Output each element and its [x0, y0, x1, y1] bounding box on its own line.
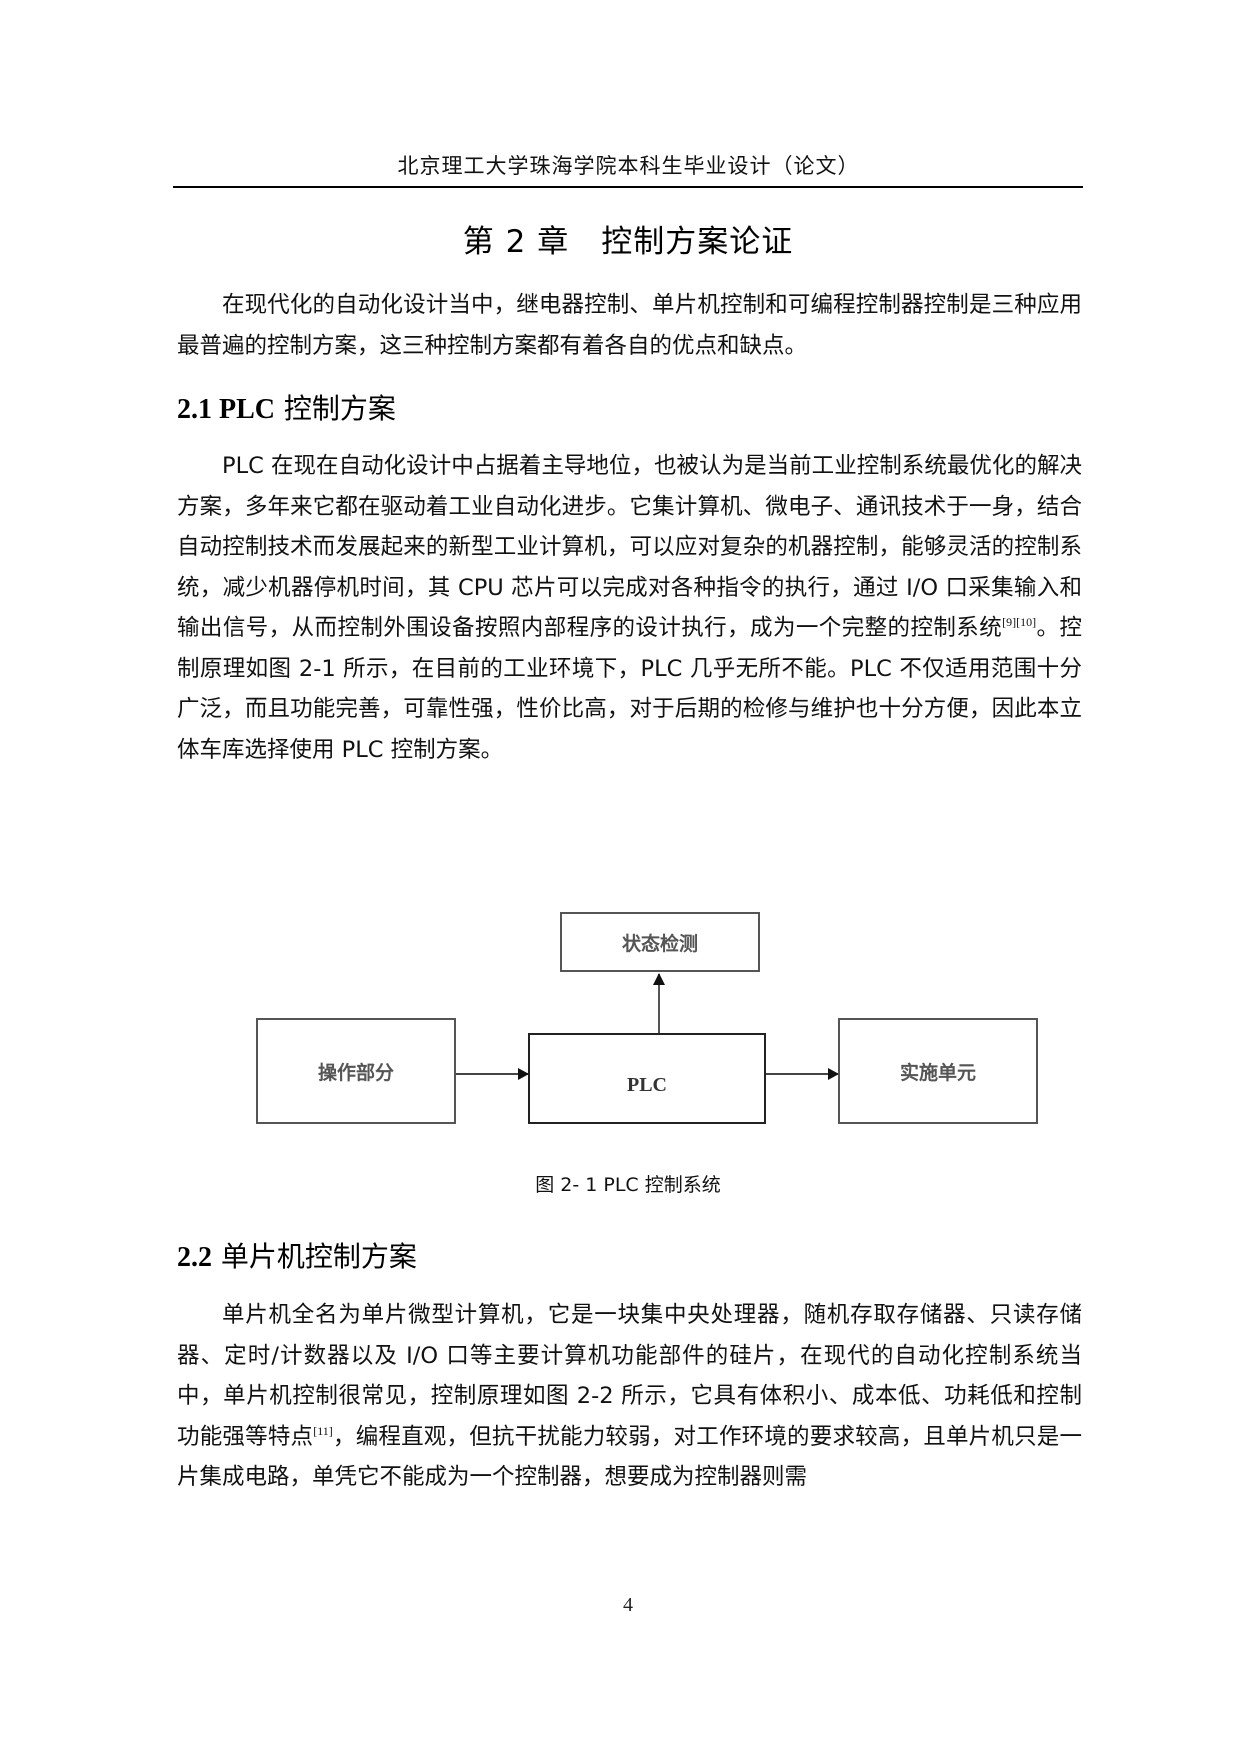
section-2-2-heading: 2.2 单片机控制方案: [177, 1235, 417, 1275]
chapter-title: 第 2 章 控制方案论证: [462, 224, 794, 260]
intro-paragraph: 在现代化的自动化设计当中，继电器控制、单片机控制和可编程控制器控制是三种应用最普…: [177, 292, 1082, 359]
box-execution-unit: 实施单元: [838, 1018, 1038, 1124]
box-operation-part: 操作部分: [256, 1018, 456, 1124]
paragraph-text: 。控制原理如图 2-1 所示，在目前的工业环境下，PLC 几乎无所不能。PLC …: [177, 615, 1082, 763]
paragraph-text: 单片机全名为单片微型计算机，它是一块集中央处理器，随机存取存储器、只读存储器、定…: [177, 1302, 1082, 1450]
citation: [9][10]: [1002, 615, 1037, 629]
section-2-1-heading: 2.1 PLC 控制方案: [177, 387, 396, 427]
box-status-detection: 状态检测: [560, 912, 760, 972]
section-number: 2.1 PLC: [177, 394, 275, 425]
section-title-text: 单片机控制方案: [212, 1240, 417, 1273]
running-header: 北京理工大学珠海学院本科生毕业设计（论文）: [397, 154, 860, 178]
box-plc: PLC: [528, 1033, 766, 1124]
page-number: 4: [623, 1594, 633, 1616]
arrow-right-icon: [766, 1068, 839, 1080]
arrow-right-icon: [456, 1068, 529, 1080]
citation: [11]: [313, 1423, 333, 1438]
header-rule: [173, 186, 1083, 188]
section-2-2-paragraph: 单片机全名为单片微型计算机，它是一块集中央处理器，随机存取存储器、只读存储器、定…: [177, 1295, 1082, 1498]
paragraph-text: ，编程直观，但抗干扰能力较弱，对工作环境的要求较高，且单片机只是一片集成电路，单…: [177, 1423, 1082, 1491]
section-title-text: 控制方案: [275, 392, 396, 425]
paragraph-text: PLC 在现在自动化设计中占据着主导地位，也被认为是当前工业控制系统最优化的解决…: [177, 453, 1082, 641]
section-2-1-paragraph: PLC 在现在自动化设计中占据着主导地位，也被认为是当前工业控制系统最优化的解决…: [177, 446, 1082, 770]
figure-caption: 图 2- 1 PLC 控制系统: [535, 1174, 721, 1196]
section-number: 2.2: [177, 1242, 212, 1273]
figure-plc-control-system: 状态检测 操作部分 PLC 实施单元: [250, 900, 1038, 1140]
